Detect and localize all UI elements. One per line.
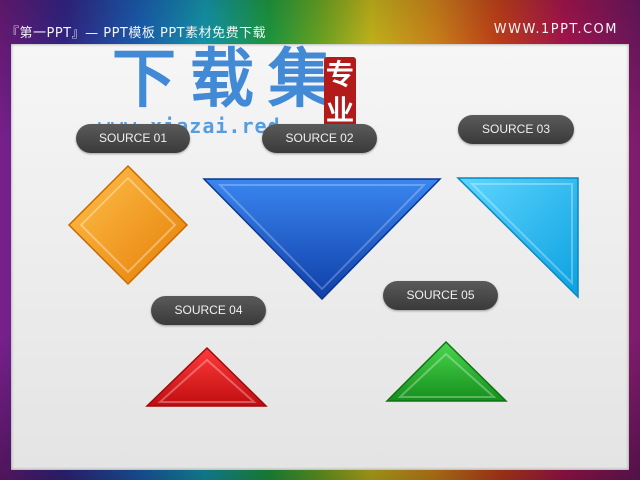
header-url[interactable]: WWW.1PPT.COM <box>493 22 618 37</box>
orange-diamond-shape <box>67 164 189 286</box>
blue-triangle-shape <box>202 178 442 301</box>
source-label-03: SOURCE 03 <box>458 115 574 144</box>
red-triangle-shape <box>145 346 268 407</box>
watermark-title: 下载集 <box>112 42 346 117</box>
cyan-triangle-shape <box>456 177 579 299</box>
source-label-04: SOURCE 04 <box>151 296 266 325</box>
source-label-01: SOURCE 01 <box>76 124 190 153</box>
green-triangle-shape <box>385 340 508 402</box>
source-label-05: SOURCE 05 <box>383 281 498 310</box>
watermark-seal: 专业 <box>324 57 356 133</box>
header-site-text: 『第一PPT』— PPT模板 PPT素材免费下载 <box>6 26 267 41</box>
header-bar: 『第一PPT』— PPT模板 PPT素材免费下载 WWW.1PPT.COM <box>0 0 640 42</box>
source-label-02: SOURCE 02 <box>262 124 377 153</box>
